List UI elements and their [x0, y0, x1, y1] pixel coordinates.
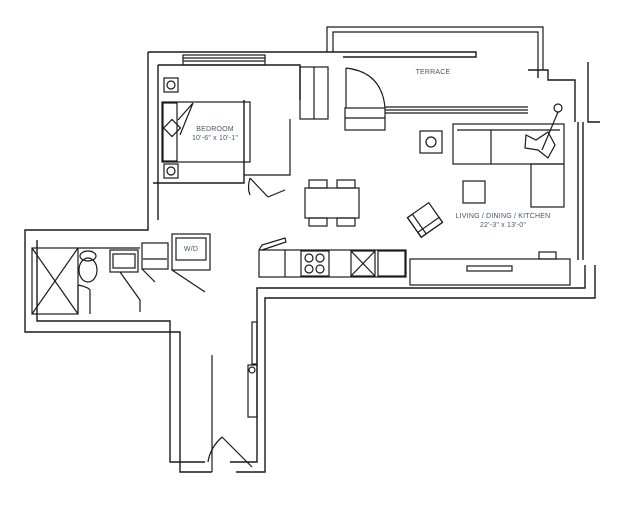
hall-closet — [247, 321, 258, 418]
bed — [161, 77, 251, 179]
dining-table — [304, 179, 360, 227]
room-name: BEDROOM — [196, 126, 234, 133]
bedroom-closet — [244, 66, 329, 176]
exterior-walls — [24, 51, 600, 473]
kitchen-counter — [258, 237, 407, 278]
room-dimensions: 10'-6" x 10'-1" — [191, 135, 239, 142]
living-furniture — [406, 103, 565, 239]
washer-dryer-label: W/D — [183, 246, 199, 253]
room-dimensions: 22'-3" x 13'-0" — [479, 222, 527, 229]
bedroom-window — [182, 54, 266, 66]
room-name: LIVING / DINING / KITCHEN — [455, 213, 551, 220]
room-name: TERRACE — [415, 69, 451, 76]
bedroom-door — [247, 177, 286, 198]
room-label-bedroom: BEDROOM 10'-6" x 10'-1" — [182, 125, 248, 143]
room-label-terrace: TERRACE — [400, 68, 466, 77]
terrace — [326, 26, 544, 70]
bathroom — [31, 247, 141, 315]
room-label-living: LIVING / DINING / KITCHEN 22'-3" x 13'-0… — [443, 212, 563, 230]
island — [409, 251, 571, 286]
terrace-door-wall — [344, 67, 528, 131]
laundry — [141, 233, 211, 293]
